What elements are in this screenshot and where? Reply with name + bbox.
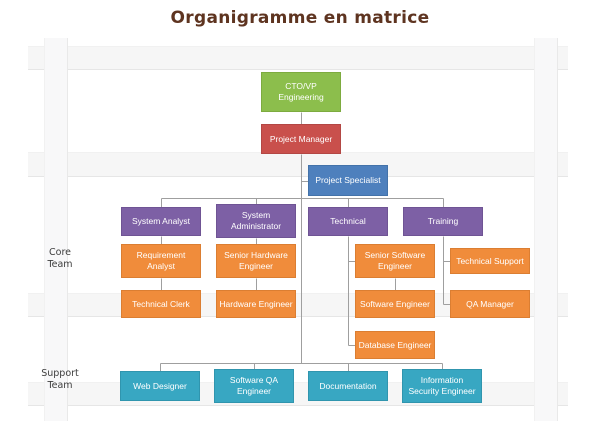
page-title: Organigramme en matrice [170,8,430,28]
node-project-manager: Project Manager [261,124,341,154]
node-software-engineer: Software Engineer [355,290,435,318]
lane-label-support-team: Support Team [41,368,79,392]
node-label: System Administrator [230,210,282,231]
node-label: Software QA Engineer [229,375,279,396]
node-label: Technical Support [456,255,524,266]
node-label: Senior Software Engineer [364,250,426,271]
node-hardware-engineer: Hardware Engineer [216,290,296,318]
lane-beam-vertical-1 [44,38,68,421]
lane-beam-horizontal-1 [28,46,568,70]
node-software-qa-engineer: Software QA Engineer [214,369,294,403]
node-qa-manager: QA Manager [450,290,530,318]
lane-label-core-team: Core Team [47,247,73,271]
node-label: Information Security Engineer [408,375,476,396]
node-label: Database Engineer [358,339,432,350]
node-label: Documentation [319,380,377,391]
node-label: Web Designer [133,380,187,391]
node-label: Senior Hardware Engineer [224,250,288,271]
node-project-specialist: Project Specialist [308,165,388,196]
node-technical-support: Technical Support [450,248,530,274]
node-label: Hardware Engineer [219,298,293,309]
node-senior-software-engineer: Senior Software Engineer [355,244,435,278]
node-label: Project Specialist [315,175,381,186]
node-label: Project Manager [269,133,333,144]
node-database-engineer: Database Engineer [355,331,435,359]
node-requirement-analyst: Requirement Analyst [121,244,201,278]
node-web-designer: Web Designer [120,371,200,401]
node-label: System Analyst [131,216,191,227]
node-system-analyst: System Analyst [121,207,201,236]
node-label: Technical [330,216,366,227]
node-label: QA Manager [466,298,514,309]
node-technical: Technical [308,207,388,236]
node-label: Technical Clerk [132,298,190,309]
node-cto: CTO/VP Engineering [261,72,341,112]
node-label: Training [427,216,459,227]
node-information-security-engineer: Information Security Engineer [402,369,482,403]
node-technical-clerk: Technical Clerk [121,290,201,318]
lane-beam-vertical-2 [534,38,558,421]
node-training: Training [403,207,483,236]
node-system-administrator: System Administrator [216,204,296,238]
node-senior-hardware-engineer: Senior Hardware Engineer [216,244,296,278]
node-label: Software Engineer [360,298,430,309]
node-documentation: Documentation [308,371,388,401]
node-label: CTO/VP Engineering [278,81,324,102]
node-label: Requirement Analyst [136,250,186,271]
